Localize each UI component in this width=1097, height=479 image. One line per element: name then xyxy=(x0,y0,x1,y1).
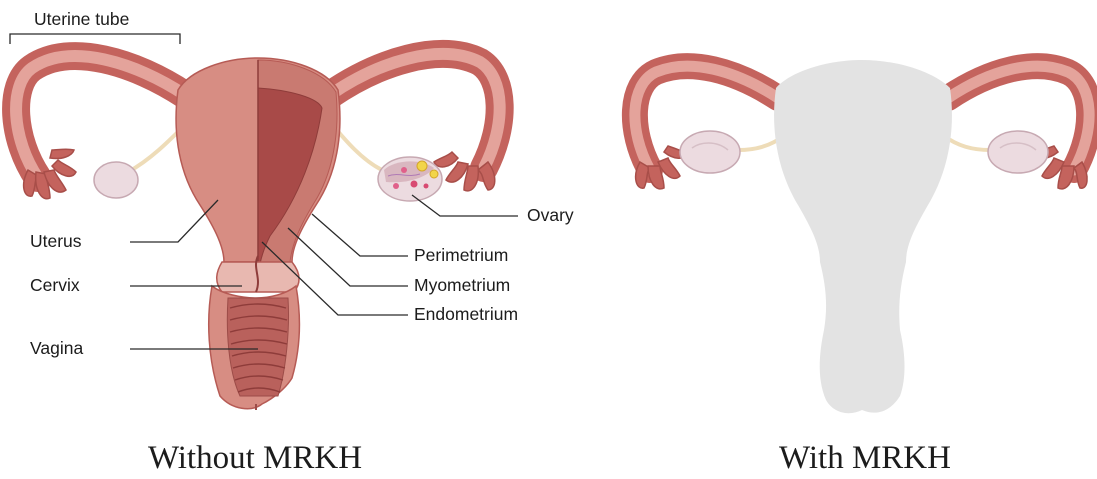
label-uterine-tube: Uterine tube xyxy=(34,9,129,29)
leader-ovary xyxy=(412,195,518,216)
vaginal-canal xyxy=(227,298,288,396)
caption-with-mrkh: With MRKH xyxy=(779,440,951,476)
label-endometrium: Endometrium xyxy=(414,304,518,324)
uterine-tube-bracket xyxy=(10,34,180,44)
mrkh-anatomy-illustration xyxy=(635,60,1089,413)
caption-without-mrkh: Without MRKH xyxy=(148,440,362,476)
leader-myometrium xyxy=(288,228,408,286)
ovary-right-cutaway xyxy=(378,157,442,201)
label-uterus: Uterus xyxy=(30,231,82,251)
mrkh-ligament-right xyxy=(944,136,990,150)
ovary-left xyxy=(94,162,138,198)
uterine-tube-left xyxy=(16,56,185,178)
absent-uterus-vagina-silhouette xyxy=(774,60,952,413)
mrkh-ovary-right xyxy=(988,131,1048,173)
label-perimetrium: Perimetrium xyxy=(414,245,508,265)
label-myometrium: Myometrium xyxy=(414,275,510,295)
label-cervix: Cervix xyxy=(30,275,80,295)
label-ovary: Ovary xyxy=(527,205,574,225)
leader-perimetrium xyxy=(312,214,408,256)
mrkh-ovary-left xyxy=(680,131,740,173)
label-vagina: Vagina xyxy=(30,338,83,358)
normal-anatomy-illustration xyxy=(16,54,500,410)
